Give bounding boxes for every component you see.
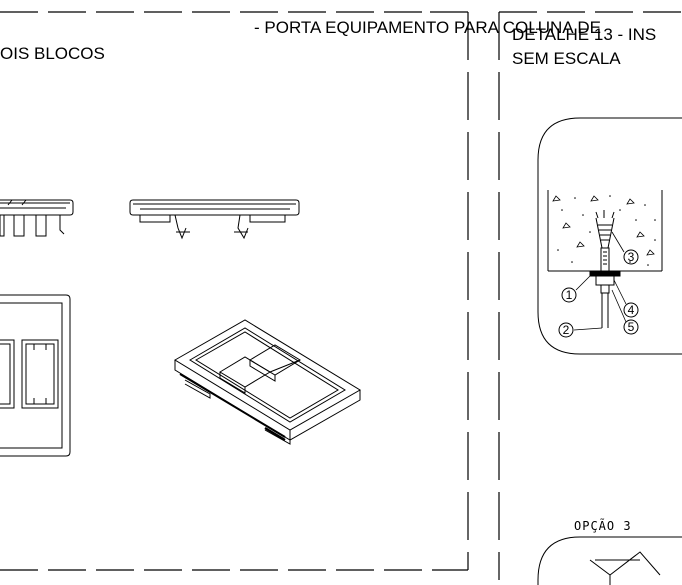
callout-1: 1 — [565, 288, 573, 302]
option-3-frame — [537, 536, 682, 585]
detail-title-line2: SEM ESCALA — [512, 49, 621, 68]
leader-lines — [573, 231, 627, 331]
isometric-view — [174, 319, 361, 445]
callout-circles — [558, 249, 639, 338]
side-view-left — [0, 199, 74, 237]
callout-2: 2 — [562, 323, 570, 337]
left-panel-frame — [0, 11, 469, 571]
left-panel-title-line1: - PORTA EQUIPAMENTO PARA COLUNA DE — [254, 18, 602, 37]
detail-title-line1: DETALHE 13 - INS — [512, 25, 657, 44]
front-view — [0, 294, 71, 457]
callout-5: 5 — [627, 320, 635, 334]
option-3-label: OPÇÃO 3 — [574, 519, 632, 533]
detail-13-frame — [537, 117, 682, 355]
callout-3: 3 — [627, 250, 635, 264]
callout-4: 4 — [627, 303, 635, 317]
left-panel-title-line2: OIS BLOCOS — [0, 44, 105, 63]
side-view-right — [129, 199, 300, 240]
anchor-bolt — [589, 210, 621, 328]
